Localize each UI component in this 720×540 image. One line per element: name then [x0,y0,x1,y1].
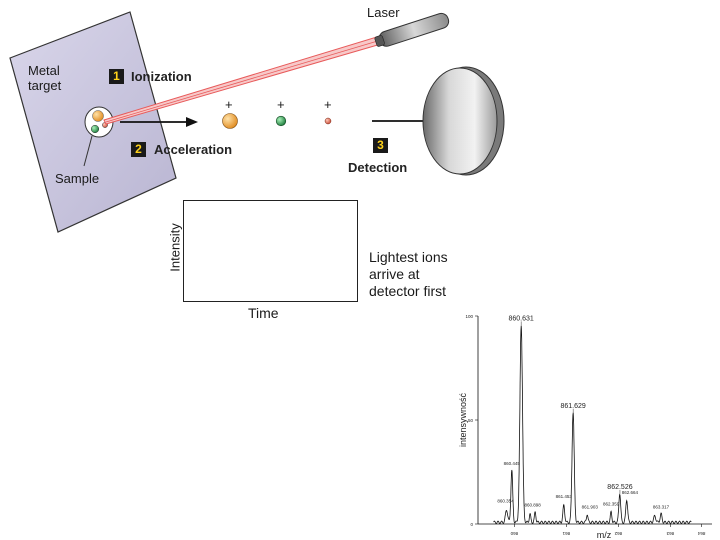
sample-label: Sample [55,171,100,186]
spectrum-y-tick-label: 50 [468,418,474,423]
step-3-badge: 3 [373,138,388,153]
laser-beam-core [105,39,382,123]
ion-charge-medium: + [277,97,285,112]
laser-label: Laser [367,5,400,20]
spectrum-minor-label: 860.898 [524,502,541,507]
spectrum-x-tick-label: 861 [562,531,570,536]
caption-line-1: Lightest ions [369,249,448,265]
ion-light [324,117,332,125]
ion-medium [275,115,287,127]
spectrum-x-tick-label: 863 [666,531,674,536]
step-3-label: Detection [348,160,408,175]
ion-heavy [222,113,238,129]
tof-plot-frame [183,200,358,302]
sample-pointer [83,135,93,167]
spectrum-x-tick-label: 860 [510,531,518,536]
spectrum-y-tick-label: 100 [465,314,473,319]
step-2-badge: 2 [131,142,146,157]
ion-charge-heavy: + [225,97,233,112]
spectrum-xlabel: m/z [597,530,612,540]
sample-molecule-medium [90,124,100,134]
spectrum-minor-label: 860.445 [504,461,521,466]
spectrum-minor-label: 862.359 [603,501,620,506]
spectrum-minor-label: 860.354 [497,498,514,503]
spectrum-x-tick-label: 862 [614,531,622,536]
caption-line-3: detector first [369,283,447,299]
spectrum-x-tick-label: 864 [697,531,705,536]
ion-charge-light: + [324,97,332,112]
spectrum-minor-label: 863.317 [653,505,670,510]
spectrum-minor-label: 862.664 [622,490,639,495]
step-1-badge: 1 [109,69,124,84]
spectrum-peak-label-1: 860.631 [509,315,534,322]
step-2-label: Acceleration [154,142,233,157]
spectrum-ylabel: intensywność [458,392,468,447]
sample-molecule-large [92,110,104,122]
spectrum-peak-label-2: 861.629 [561,403,586,410]
tof-plot-xlabel: Time [248,305,279,321]
spectrum-y-tick-label: 0 [470,522,473,527]
step-1-label: Ionization [131,69,192,84]
detector-disk [422,66,505,176]
spectrum-peak-label-3: 862.526 [607,484,632,491]
tof-plot-ylabel: Intensity [167,223,183,272]
caption-line-2: arrive at [369,266,420,282]
mass-spectrum: 100 50 0 860 861 862 863 864 intensywność m/z 860.… [458,314,712,540]
acceleration-arrowhead [186,117,198,127]
metal-target-label: Metal target [28,63,62,93]
spectrum-minor-label: 861.453 [556,494,573,499]
spectrum-trace [493,325,692,525]
laser-device [374,12,450,47]
spectrum-minor-label: 861.903 [582,505,599,510]
